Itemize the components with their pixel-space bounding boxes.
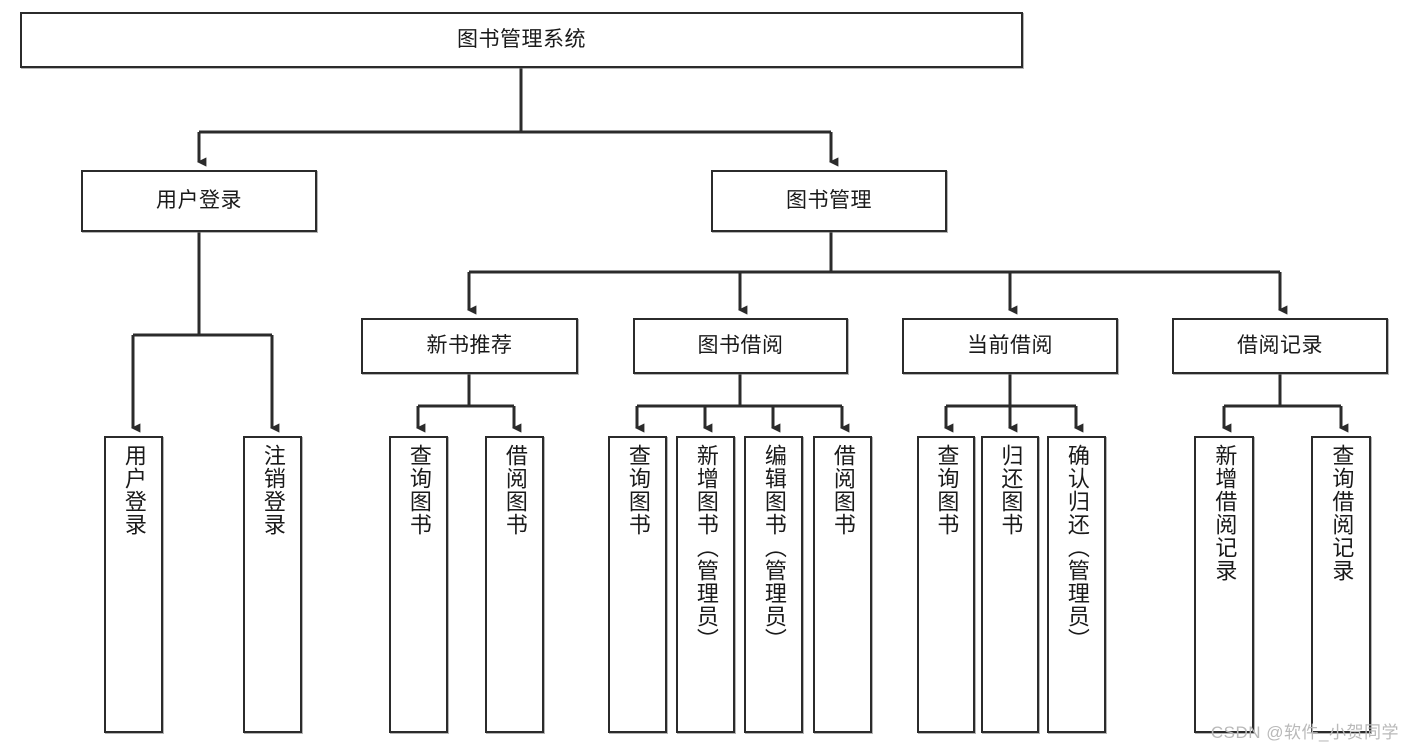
node-leaf-add-book[interactable]: 新增图书（管理员） — [676, 436, 735, 733]
node-borrow-record-label: 借阅记录 — [1237, 333, 1323, 357]
node-leaf-borrow-book-1-label: 借阅图书 — [502, 444, 528, 536]
node-leaf-borrow-book-2[interactable]: 借阅图书 — [813, 436, 872, 733]
watermark-text: CSDN @软件_小贺同学 — [1210, 723, 1399, 742]
node-new-book-rec-label: 新书推荐 — [426, 333, 513, 357]
node-leaf-add-record-label: 新增借阅记录 — [1212, 444, 1238, 582]
node-leaf-confirm-return-label: 确认归还（管理员） — [1064, 444, 1090, 651]
node-leaf-query-book-3[interactable]: 查询图书 — [917, 436, 975, 733]
node-leaf-query-book-2[interactable]: 查询图书 — [608, 436, 667, 733]
node-current-borrow-label: 当前借阅 — [967, 333, 1053, 357]
node-leaf-user-login[interactable]: 用户登录 — [104, 436, 163, 733]
node-leaf-query-record[interactable]: 查询借阅记录 — [1311, 436, 1371, 733]
node-root[interactable]: 图书管理系统 — [20, 12, 1023, 68]
node-leaf-query-book-2-label: 查询图书 — [625, 444, 651, 536]
node-leaf-query-record-label: 查询借阅记录 — [1329, 444, 1355, 582]
node-book-mgmt-label: 图书管理 — [786, 188, 872, 212]
node-leaf-add-book-label: 新增图书（管理员） — [693, 444, 719, 651]
node-borrow-record[interactable]: 借阅记录 — [1172, 318, 1388, 374]
node-leaf-edit-book-label: 编辑图书（管理员） — [761, 444, 787, 651]
node-book-mgmt[interactable]: 图书管理 — [711, 170, 947, 232]
node-leaf-query-book-1-label: 查询图书 — [406, 444, 432, 536]
node-leaf-logout[interactable]: 注销登录 — [243, 436, 302, 733]
node-user-login[interactable]: 用户登录 — [81, 170, 317, 232]
node-leaf-return-book[interactable]: 归还图书 — [981, 436, 1039, 733]
node-new-book-rec[interactable]: 新书推荐 — [361, 318, 578, 374]
node-leaf-return-book-label: 归还图书 — [998, 444, 1024, 536]
node-leaf-user-login-label: 用户登录 — [121, 444, 147, 536]
node-leaf-add-record[interactable]: 新增借阅记录 — [1194, 436, 1254, 733]
node-leaf-confirm-return[interactable]: 确认归还（管理员） — [1047, 436, 1106, 733]
node-book-borrow[interactable]: 图书借阅 — [633, 318, 848, 374]
node-leaf-logout-label: 注销登录 — [260, 444, 286, 536]
node-user-login-label: 用户登录 — [156, 188, 242, 212]
node-leaf-edit-book[interactable]: 编辑图书（管理员） — [744, 436, 803, 733]
node-leaf-query-book-1[interactable]: 查询图书 — [389, 436, 448, 733]
node-root-label: 图书管理系统 — [457, 27, 586, 51]
node-leaf-query-book-3-label: 查询图书 — [934, 444, 960, 536]
node-book-borrow-label: 图书借阅 — [697, 333, 784, 357]
node-leaf-borrow-book-1[interactable]: 借阅图书 — [485, 436, 544, 733]
node-current-borrow[interactable]: 当前借阅 — [902, 318, 1118, 374]
node-leaf-borrow-book-2-label: 借阅图书 — [830, 444, 856, 536]
